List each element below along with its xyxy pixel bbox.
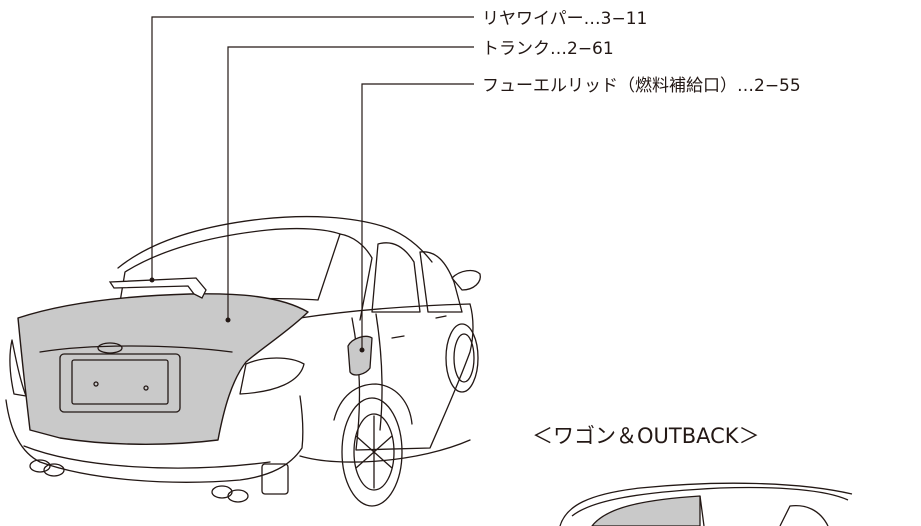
side-window-front (419, 251, 463, 313)
roof-outline (117, 215, 433, 269)
exhaust-pipe-left-b (43, 463, 65, 477)
leader-dot-fuel (359, 347, 365, 353)
license-plate-frame (59, 353, 181, 413)
rear-bumper (5, 395, 304, 483)
c-pillar (339, 233, 373, 321)
wagon-illustration (559, 482, 853, 526)
front-door-handle (435, 315, 447, 319)
leader-dot-trunk (225, 317, 231, 323)
door-handle (391, 335, 405, 339)
tail-lamp-left (9, 339, 27, 397)
callout-trunk: トランク…2−61 (482, 39, 614, 59)
wheel-arch (333, 383, 413, 425)
front-rim (453, 333, 475, 383)
rear-reflector (261, 463, 289, 495)
plate-bolt-right (143, 385, 149, 391)
leader-line-trunk (227, 46, 474, 320)
rim-spokes (355, 415, 393, 489)
exhaust-pipe-left-a (29, 459, 51, 473)
wagon-roof (559, 482, 853, 526)
leader-line-fuel (361, 83, 474, 350)
trunk-crease (39, 345, 233, 353)
wagon-roof-rail (571, 486, 849, 517)
rear-wiper (108, 277, 207, 299)
plate-bolt-left (93, 381, 99, 387)
license-plate (71, 359, 169, 405)
side-sill (299, 439, 471, 463)
rear-rim (353, 413, 395, 491)
exhaust-pipe-right-b (227, 489, 249, 503)
body-side (351, 303, 474, 451)
trunk-lid (17, 293, 309, 445)
leader-dot-wiper (149, 277, 155, 283)
wagon-rear-window (591, 495, 701, 526)
side-mirror (451, 269, 481, 291)
emblem (97, 342, 123, 354)
variant-heading: ＜ワゴン＆OUTBACK＞ (532, 424, 760, 448)
wagon-pillar (699, 495, 705, 526)
bumper-lower (23, 445, 271, 469)
rear-tire (341, 397, 403, 507)
fuel-lid (347, 335, 373, 376)
leader-line-wiper (151, 16, 474, 280)
wagon-side-window (779, 504, 829, 526)
rear-door-line (375, 313, 383, 431)
side-window-rear (371, 242, 421, 313)
front-tire (445, 323, 479, 393)
beltline (299, 303, 471, 319)
tail-lamp-right (239, 357, 305, 395)
callout-rear-wiper: リヤワイパー…3−11 (482, 9, 648, 29)
exhaust-pipe-right-a (211, 485, 233, 499)
callout-fuel-lid: フューエルリッド（燃料補給口）…2−55 (482, 76, 801, 96)
